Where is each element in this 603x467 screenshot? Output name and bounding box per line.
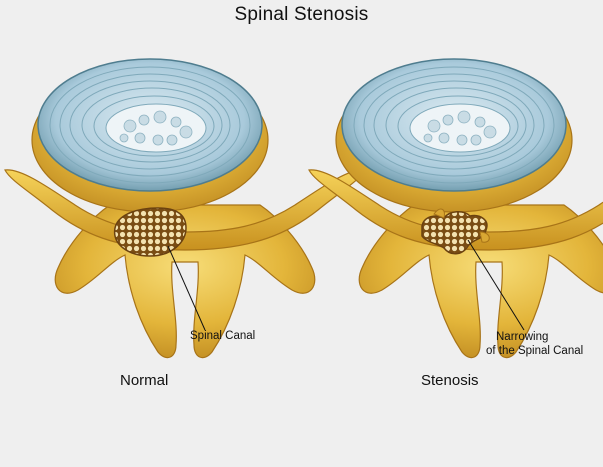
- stenosis-vertebra: [308, 58, 603, 359]
- diagram-title: Spinal Stenosis: [234, 4, 369, 25]
- spinal-canal-normal: [113, 207, 187, 257]
- spinal-canal-leader: [167, 245, 206, 331]
- caption-stenosis: Stenosis: [421, 372, 479, 389]
- narrowing-label: Narrowing of the Spinal Canal: [486, 330, 583, 358]
- normal-vertebra: [4, 58, 366, 359]
- caption-normal: Normal: [120, 372, 169, 389]
- intervertebral-disc: [37, 58, 263, 192]
- narrowing-leader: [467, 239, 525, 331]
- narrowing-label-line-1: Narrowing: [496, 331, 549, 343]
- spinal-canal-label: Spinal Canal: [190, 330, 256, 342]
- intervertebral-disc: [341, 58, 567, 192]
- narrowing-label-line-2: of the Spinal Canal: [486, 345, 584, 357]
